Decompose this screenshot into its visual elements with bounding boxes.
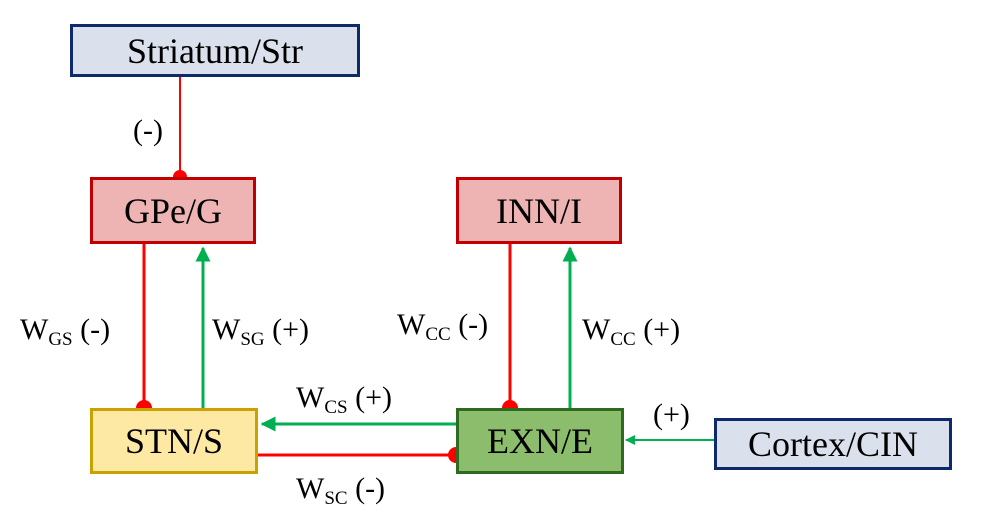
node-striatum: Striatum/Str (70, 24, 360, 77)
label-exn-stn: WCS (+) (296, 381, 392, 418)
label-stn-exn: WSC (-) (296, 472, 386, 509)
node-striatum-label: Striatum/Str (126, 30, 303, 71)
node-stn: STN/S (90, 408, 258, 474)
label-stn-gpe: WSG (+) (212, 313, 310, 350)
node-gpe-label: GPe/G (124, 190, 222, 231)
label-inn-exn: WCC (-) (397, 308, 489, 345)
node-inn: INN/I (456, 177, 622, 244)
node-cortex: Cortex/CIN (714, 418, 952, 470)
node-exn: EXN/E (456, 408, 624, 474)
node-gpe: GPe/G (90, 177, 256, 244)
label-exn-inn: WCC (+) (582, 313, 681, 350)
node-cortex-label: Cortex/CIN (748, 424, 918, 464)
node-inn-label: INN/I (496, 190, 582, 231)
node-exn-label: EXN/E (487, 421, 593, 461)
label-cortex-exn: (+) (653, 398, 690, 431)
node-stn-label: STN/S (124, 421, 224, 461)
label-gpe-stn: WGS (-) (20, 313, 111, 350)
label-str-gpe: (-) (133, 114, 163, 147)
